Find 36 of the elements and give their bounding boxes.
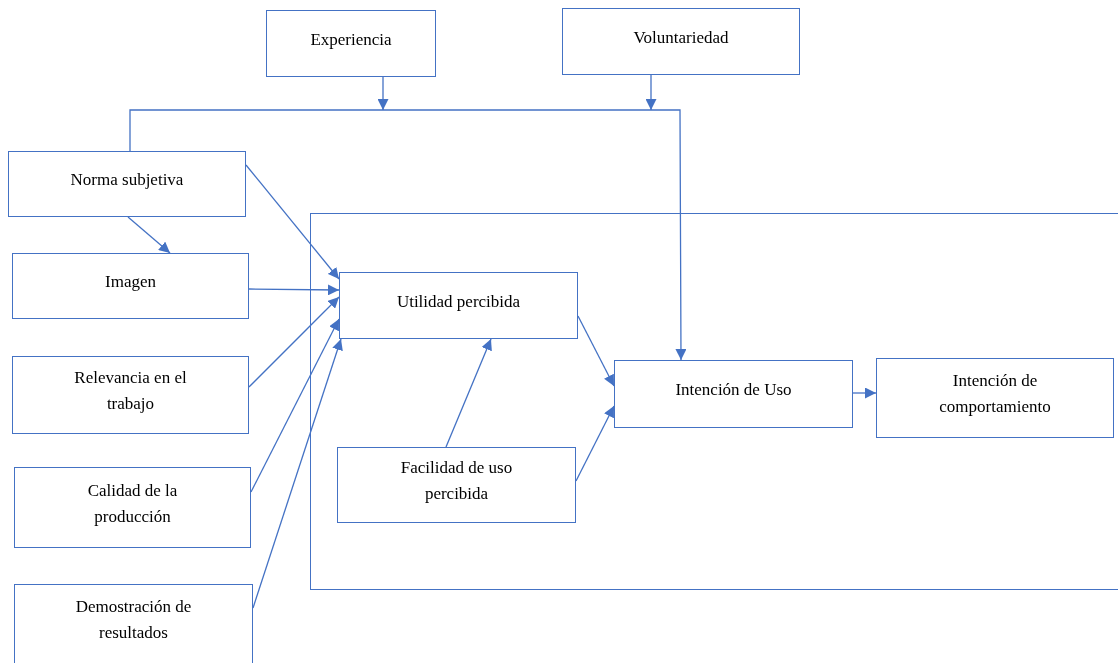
arrow: [445, 338, 492, 448]
box-label: Experiencia: [310, 28, 392, 51]
process-box: [339, 272, 578, 339]
box-label: Relevancia en el trabajo: [73, 367, 188, 415]
arrow: [248, 284, 340, 296]
box-label: Demostración de resultados: [74, 596, 193, 644]
arrow: [127, 216, 171, 254]
process-box: [8, 151, 246, 217]
arrow: [129, 109, 687, 361]
process-box: [12, 253, 249, 319]
box-label: Utilidad percibida: [396, 290, 521, 313]
arrow: [575, 405, 615, 482]
process-box: [562, 8, 800, 75]
arrow: [852, 387, 877, 399]
process-box: [14, 467, 251, 548]
arrow: [252, 338, 343, 609]
box-label: Calidad de la producción: [86, 479, 179, 528]
box-label: Imagen: [105, 271, 156, 293]
arrow: [248, 296, 340, 388]
arrow: [577, 315, 615, 387]
box-label: Facilidad de uso percibida: [399, 457, 514, 505]
arrow: [377, 76, 389, 111]
process-box: [614, 360, 853, 428]
arrow: [645, 74, 657, 111]
process-box: [12, 356, 249, 434]
arrow: [250, 318, 340, 493]
process-box: [337, 447, 576, 523]
frame-box: [310, 213, 1118, 590]
arrow: [245, 164, 340, 280]
box-label: Intención de comportamiento: [938, 370, 1052, 418]
process-box: [266, 10, 436, 77]
process-box: [14, 584, 253, 663]
box-label: Norma subjetiva: [70, 169, 184, 191]
box-label: Intención de Uso: [675, 379, 792, 401]
box-label: Voluntariedad: [633, 26, 729, 49]
process-box: [876, 358, 1114, 438]
